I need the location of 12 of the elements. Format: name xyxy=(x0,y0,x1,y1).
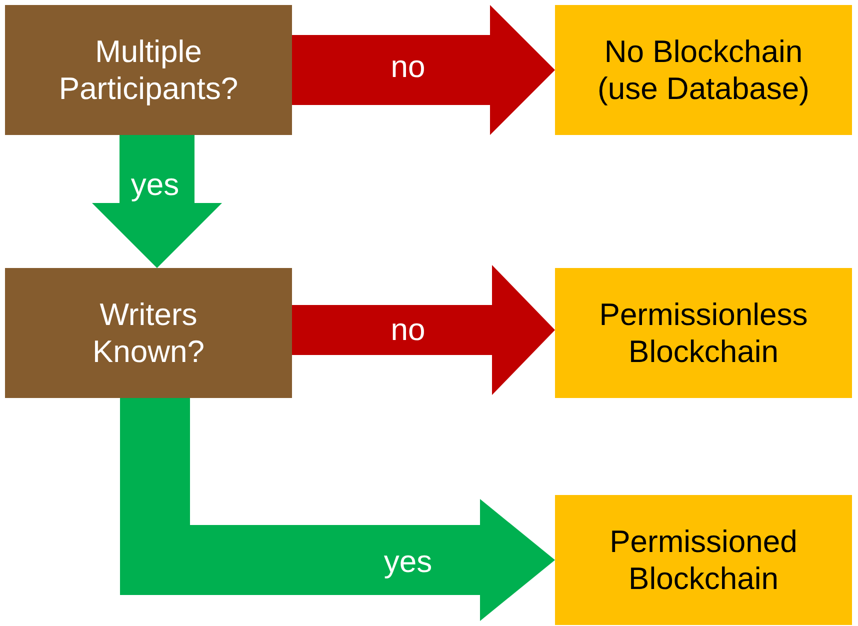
block-arrow xyxy=(292,5,555,135)
edge-label: no xyxy=(390,49,426,85)
decision-box: Writers Known? xyxy=(5,268,292,398)
edge-label: no xyxy=(390,312,426,348)
edge-label: yes xyxy=(384,544,432,580)
result-box: No Blockchain (use Database) xyxy=(555,5,852,135)
decision-box: Multiple Participants? xyxy=(5,5,292,135)
result-box: Permissioned Blockchain xyxy=(555,495,852,625)
result-box: Permissionless Blockchain xyxy=(555,268,852,398)
block-arrow xyxy=(92,135,222,268)
block-arrow xyxy=(292,265,555,395)
edge-label: yes xyxy=(130,167,180,203)
